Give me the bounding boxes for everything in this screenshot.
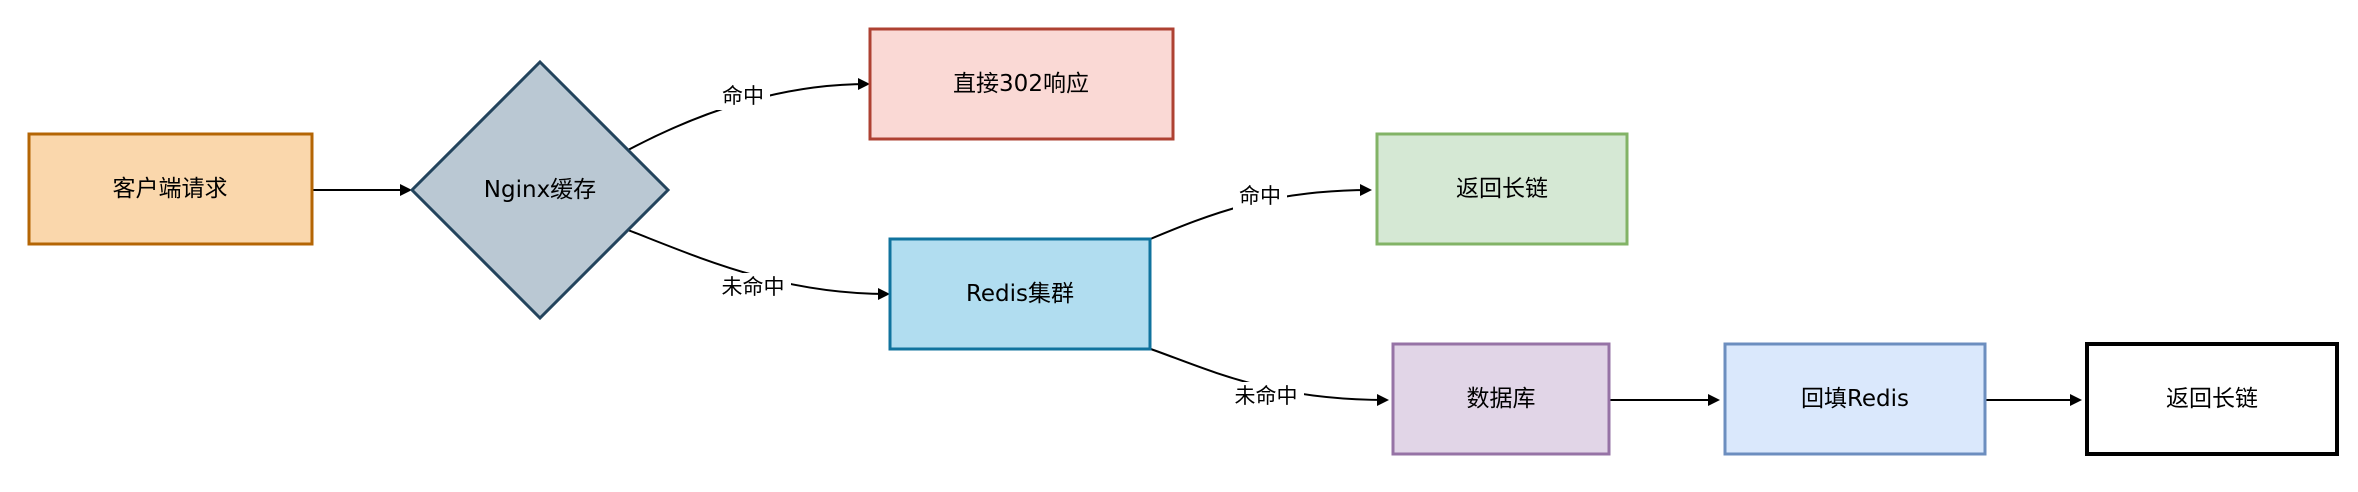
edge-label-redis-hit: 命中: [1239, 184, 1281, 208]
node-redis-cluster-label: Redis集群: [966, 281, 1074, 307]
node-client-request-box: [29, 134, 312, 244]
edge-nginx-to-redis: [627, 229, 890, 300]
edge-label-nginx-miss: 未命中: [722, 275, 785, 299]
node-client-request-border: [27, 132, 314, 246]
node-return-long-link-green-border: [1375, 132, 1629, 246]
node-database-label: 数据库: [1467, 386, 1536, 412]
node-return-long-link-final-label: 返回长链: [2166, 386, 2258, 412]
node-direct-302-box: [870, 29, 1173, 139]
node-nginx-cache-label: Nginx缓存: [484, 177, 596, 203]
edge-labels: 命中 未命中 命中 未命中: [715, 82, 1304, 410]
node-nginx-cache-border: [409, 59, 671, 321]
node-backfill-redis-box: [1725, 344, 1985, 454]
edge-label-nginx-hit: 命中: [722, 84, 764, 108]
node-redis-cluster-box: [890, 239, 1150, 349]
nodes: 客户端请求 Nginx缓存 直接302响应 Redis集群 返回长链 数据库 回…: [27, 27, 2339, 456]
node-direct-302-border: [868, 27, 1175, 141]
edge-label-bg-redis-miss: [1228, 382, 1304, 410]
node-backfill-redis-border: [1723, 342, 1987, 456]
edge-label-bg-redis-hit: [1233, 182, 1287, 210]
node-backfill-redis-label: 回填Redis: [1801, 386, 1909, 412]
node-redis-cluster-border: [888, 237, 1152, 351]
node-return-long-link-final-border: [2085, 342, 2339, 456]
edge-label-bg-nginx-miss: [715, 273, 791, 301]
edge-label-redis-miss: 未命中: [1235, 384, 1298, 408]
node-return-long-link-green-box: [1377, 134, 1627, 244]
node-database-box: [1393, 344, 1609, 454]
node-database-border: [1391, 342, 1611, 456]
node-direct-302-label: 直接302响应: [953, 71, 1089, 97]
node-return-long-link-green-label: 返回长链: [1456, 176, 1548, 202]
node-return-long-link-final-box: [2087, 344, 2337, 454]
node-client-request-label: 客户端请求: [113, 176, 228, 202]
edge-label-bg-nginx-hit: [716, 82, 770, 110]
